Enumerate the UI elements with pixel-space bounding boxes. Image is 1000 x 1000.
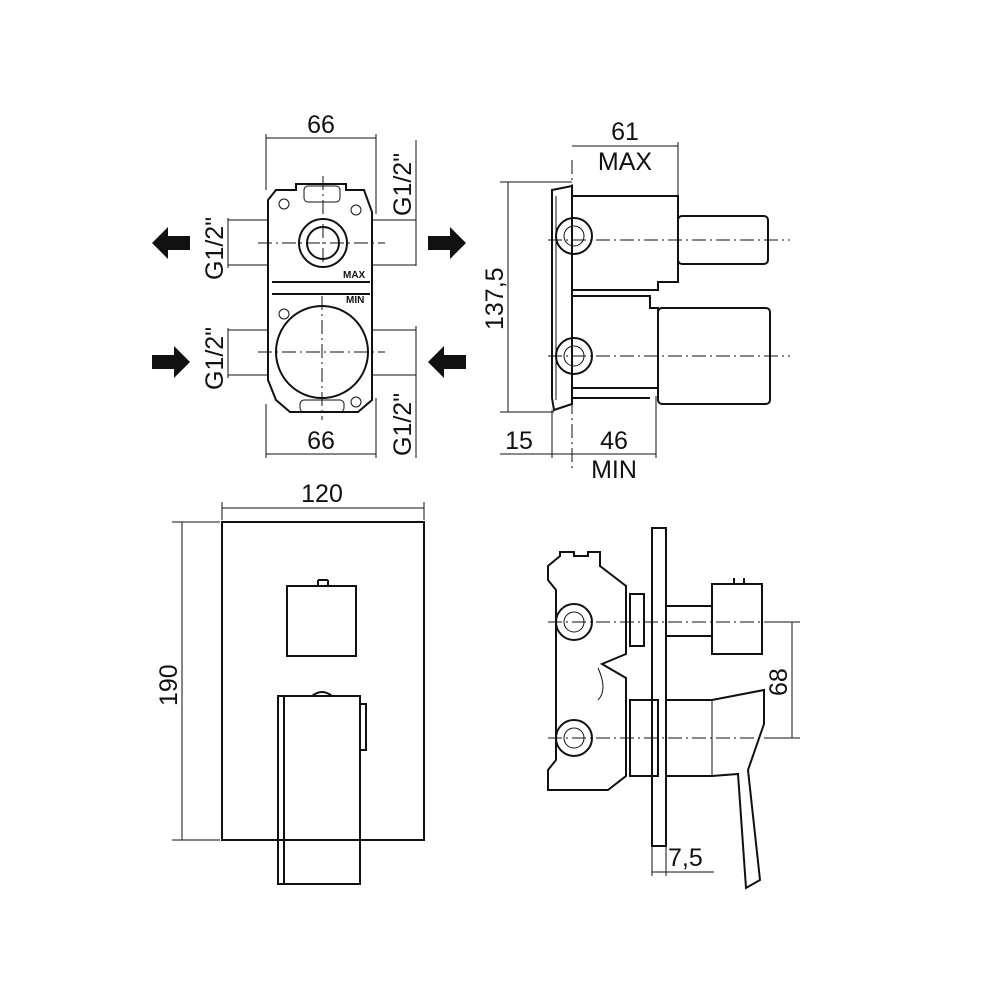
valve-body-front-view: MAX MIN 66 66 G1/2" G1/2" G1/2"	[152, 111, 466, 458]
flow-arrow-out-right	[428, 227, 466, 259]
dimension-height: 137,5	[481, 267, 509, 330]
flow-arrow-in-right	[428, 346, 466, 378]
valve-body-side-view: 137,5 61 MAX 15 46 MIN	[481, 118, 790, 484]
cover-plate-front-view: 120 190	[155, 480, 425, 885]
dimension-depth-min: 46	[600, 427, 628, 455]
min-marking: MIN	[346, 295, 364, 306]
thread-lower-right: G1/2"	[389, 393, 417, 456]
dimension-depth-min-label: MIN	[591, 456, 637, 484]
max-marking: MAX	[343, 270, 366, 281]
thread-upper-right: G1/2"	[389, 153, 417, 216]
flow-arrow-in-left	[152, 346, 190, 378]
dimension-plate-thickness: 7,5	[668, 844, 703, 872]
thread-upper-left: G1/2"	[201, 217, 229, 280]
dimension-width-top: 66	[307, 111, 335, 139]
dimension-wall-offset: 15	[505, 427, 533, 455]
dimension-axis-distance: 68	[765, 668, 793, 696]
dimension-width-bottom: 66	[307, 427, 335, 455]
flow-arrow-out-left	[152, 227, 190, 259]
dimension-depth-max-label: MAX	[598, 148, 653, 176]
dimension-depth-max: 61	[611, 118, 639, 146]
thread-lower-left: G1/2"	[201, 327, 229, 390]
assembled-side-view: 68 7,5	[547, 527, 800, 890]
dimension-plate-width: 120	[301, 480, 343, 508]
dimension-plate-height: 190	[155, 664, 183, 706]
